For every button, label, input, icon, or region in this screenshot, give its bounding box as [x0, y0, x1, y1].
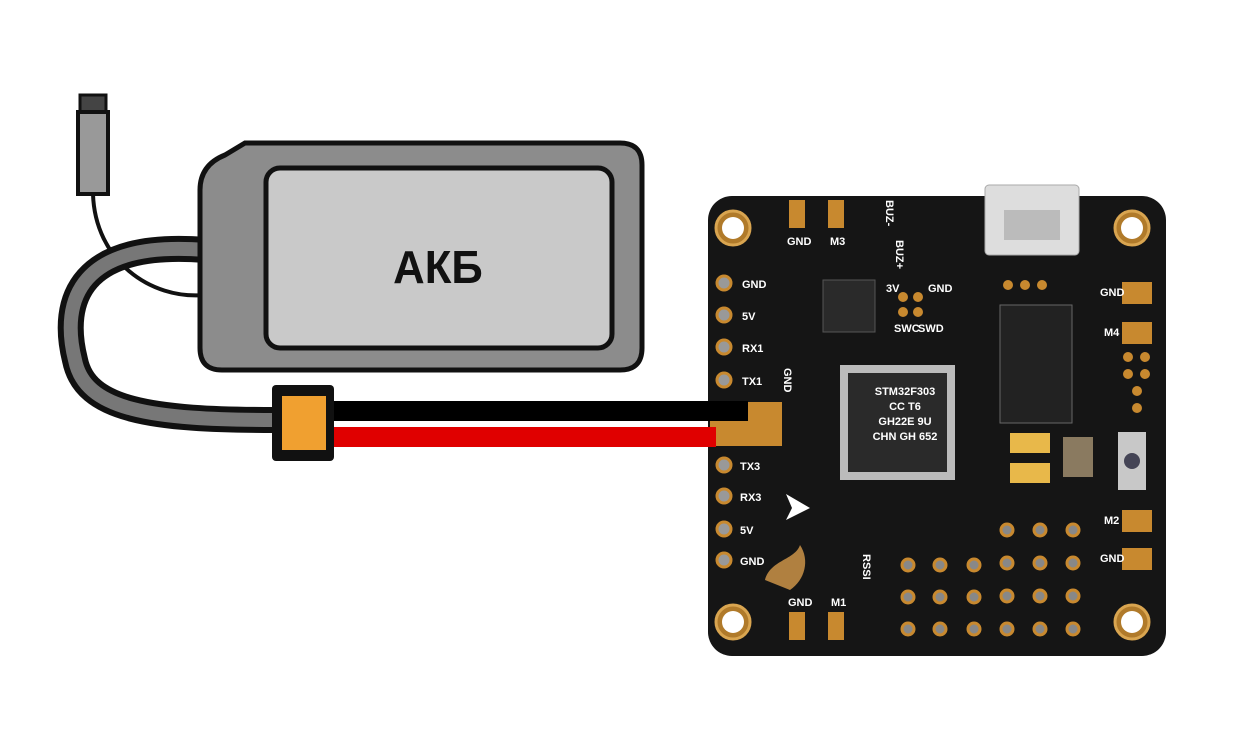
mcu-text: CHN GH 652: [873, 431, 938, 443]
label-5v: 5V: [740, 525, 754, 537]
label-power-gnd: GND: [781, 368, 793, 393]
battery-label: АКБ: [393, 241, 483, 293]
label-3v: 3V: [886, 283, 900, 295]
label-gnd: GND: [787, 236, 812, 248]
label-tx1: TX1: [742, 376, 762, 388]
label-gnd: GND: [740, 556, 765, 568]
label-gnd: GND: [1100, 553, 1125, 565]
logo-icon: [765, 545, 806, 590]
label-m3: M3: [830, 236, 845, 248]
label-rssi: RSSI: [860, 554, 872, 580]
mcu-text: GH22E 9U: [878, 416, 931, 428]
label-buz-minus: BUZ-: [883, 200, 895, 227]
label-m4: M4: [1104, 327, 1120, 339]
label-gnd: GND: [1100, 287, 1125, 299]
balance-plug: [76, 93, 206, 298]
label-m1: M1: [831, 597, 846, 609]
label-tx3: TX3: [740, 461, 760, 473]
label-swc: SWC: [894, 323, 920, 335]
mcu-text: STM32F303: [875, 386, 936, 398]
mcu-text: CC T6: [889, 401, 921, 413]
logo-arrow-icon: [786, 494, 810, 520]
label-rx1: RX1: [742, 343, 763, 355]
mcu-chip: STM32F303 CC T6 GH22E 9U CHN GH 652: [840, 365, 955, 480]
label-swd: SWD: [918, 323, 944, 335]
label-m2: M2: [1104, 515, 1119, 527]
label-5v: 5V: [742, 311, 756, 323]
xt-connector: [272, 385, 334, 461]
battery: АКБ: [197, 140, 645, 373]
label-gnd: GND: [788, 597, 813, 609]
label-gnd: GND: [928, 283, 953, 295]
battery-lead: [57, 235, 276, 433]
red-wire: [330, 427, 715, 447]
flight-controller-board: STM32F303 CC T6 GH22E 9U CHN GH 652: [708, 184, 1166, 656]
black-wire: [330, 401, 748, 421]
label-buz-plus: BUZ+: [893, 240, 905, 269]
label-gnd: GND: [742, 279, 767, 291]
label-rx3: RX3: [740, 492, 761, 504]
